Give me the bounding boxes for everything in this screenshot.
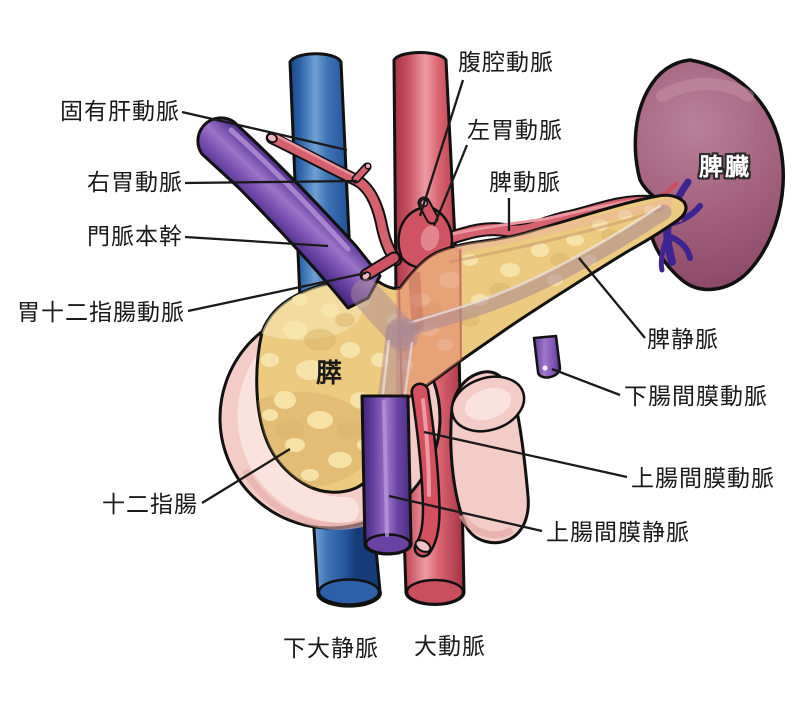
label-superior-mesenteric-vein: 上腸間膜静脈 <box>546 520 690 546</box>
portal-vein-vessel <box>196 116 382 310</box>
leader-proper-hepatic-artery <box>181 110 348 152</box>
label-spleen: 脾臓 <box>699 153 751 181</box>
label-proper-hepatic-artery: 固有肝動脈 <box>60 99 180 125</box>
pancreas-lobule-spot <box>276 420 304 440</box>
pancreas-lobule-spot <box>337 421 363 439</box>
pancreas-lobule-spot <box>262 409 278 421</box>
pancreas-lobule-spot <box>296 360 324 380</box>
pancreas-lobule-spot <box>439 272 461 288</box>
pancreas-lobule-spot <box>292 294 308 306</box>
leader-gastroduodenal-artery <box>187 271 367 313</box>
leader-duodenum <box>201 448 291 504</box>
pancreas-lobule-spot <box>261 353 279 367</box>
pancreas-lobule-spot <box>304 329 336 351</box>
leader-left-gastric-artery <box>432 144 469 227</box>
pancreas-lobule-spot <box>301 469 319 481</box>
spleen-organ <box>633 58 785 292</box>
pancreas-lobule-spot <box>437 339 453 351</box>
leader-inferior-mesenteric-artery <box>551 367 621 397</box>
pancreas-lobule-spot <box>274 391 296 409</box>
pancreas-lobule-spot <box>410 293 430 307</box>
leader-portal-vein-trunk <box>184 235 329 248</box>
gastroduodenal-artery-stub <box>359 251 401 282</box>
pancreas-lobule-spot <box>285 438 305 452</box>
leader-superior-mesenteric-artery <box>423 430 628 479</box>
splenic-vein-through-pancreas <box>351 204 672 418</box>
pancreas-lobule-spot <box>566 234 584 246</box>
leader-superior-mesenteric-vein <box>388 494 543 533</box>
label-inferior-mesenteric-artery: 下腸間膜動脈 <box>624 384 768 410</box>
label-pancreas: 膵 <box>316 359 344 389</box>
pancreas-lobule-spot <box>321 303 339 317</box>
pancreas-lobule-spot <box>328 452 352 468</box>
label-celiac-artery: 腹腔動脈 <box>458 50 554 76</box>
superior-mesenteric-artery-vessel <box>410 382 441 558</box>
superior-mesenteric-vein-vessel <box>360 394 413 556</box>
label-superior-mesenteric-artery: 上腸間膜動脈 <box>631 466 775 492</box>
label-aorta: 大動脈 <box>414 634 486 660</box>
right-gastric-artery-stub <box>351 162 372 184</box>
pancreas-lobule-spot <box>340 342 360 358</box>
label-inferior-vena-cava: 下大静脈 <box>283 636 379 662</box>
leader-splenic-vein <box>578 257 646 339</box>
pancreas-lobule-spot <box>283 321 307 339</box>
label-left-gastric-artery: 左胃動脈 <box>467 118 563 144</box>
pancreas-lobule-spot <box>335 313 355 327</box>
label-splenic-vein: 脾静脈 <box>647 327 719 353</box>
pancreas-lobule-spot <box>531 243 549 257</box>
spleen-highlight <box>656 78 754 102</box>
label-duodenum: 十二指腸 <box>102 492 198 518</box>
leader-lines <box>181 79 646 533</box>
leader-right-gastric-artery <box>184 179 358 185</box>
label-splenic-artery: 脾動脈 <box>489 170 561 196</box>
pancreas-lobule-spot <box>500 263 520 277</box>
inferior-mesenteric-vessel-stub <box>532 334 562 379</box>
label-right-gastric-artery: 右胃動脈 <box>87 170 183 196</box>
pancreas-lobule-spot <box>307 411 333 429</box>
label-portal-vein-trunk: 門脈本幹 <box>87 224 183 250</box>
proper-hepatic-artery-vessel <box>265 131 403 267</box>
leader-celiac-artery <box>418 79 465 217</box>
label-gastroduodenal-artery: 胃十二指腸動脈 <box>17 300 185 326</box>
